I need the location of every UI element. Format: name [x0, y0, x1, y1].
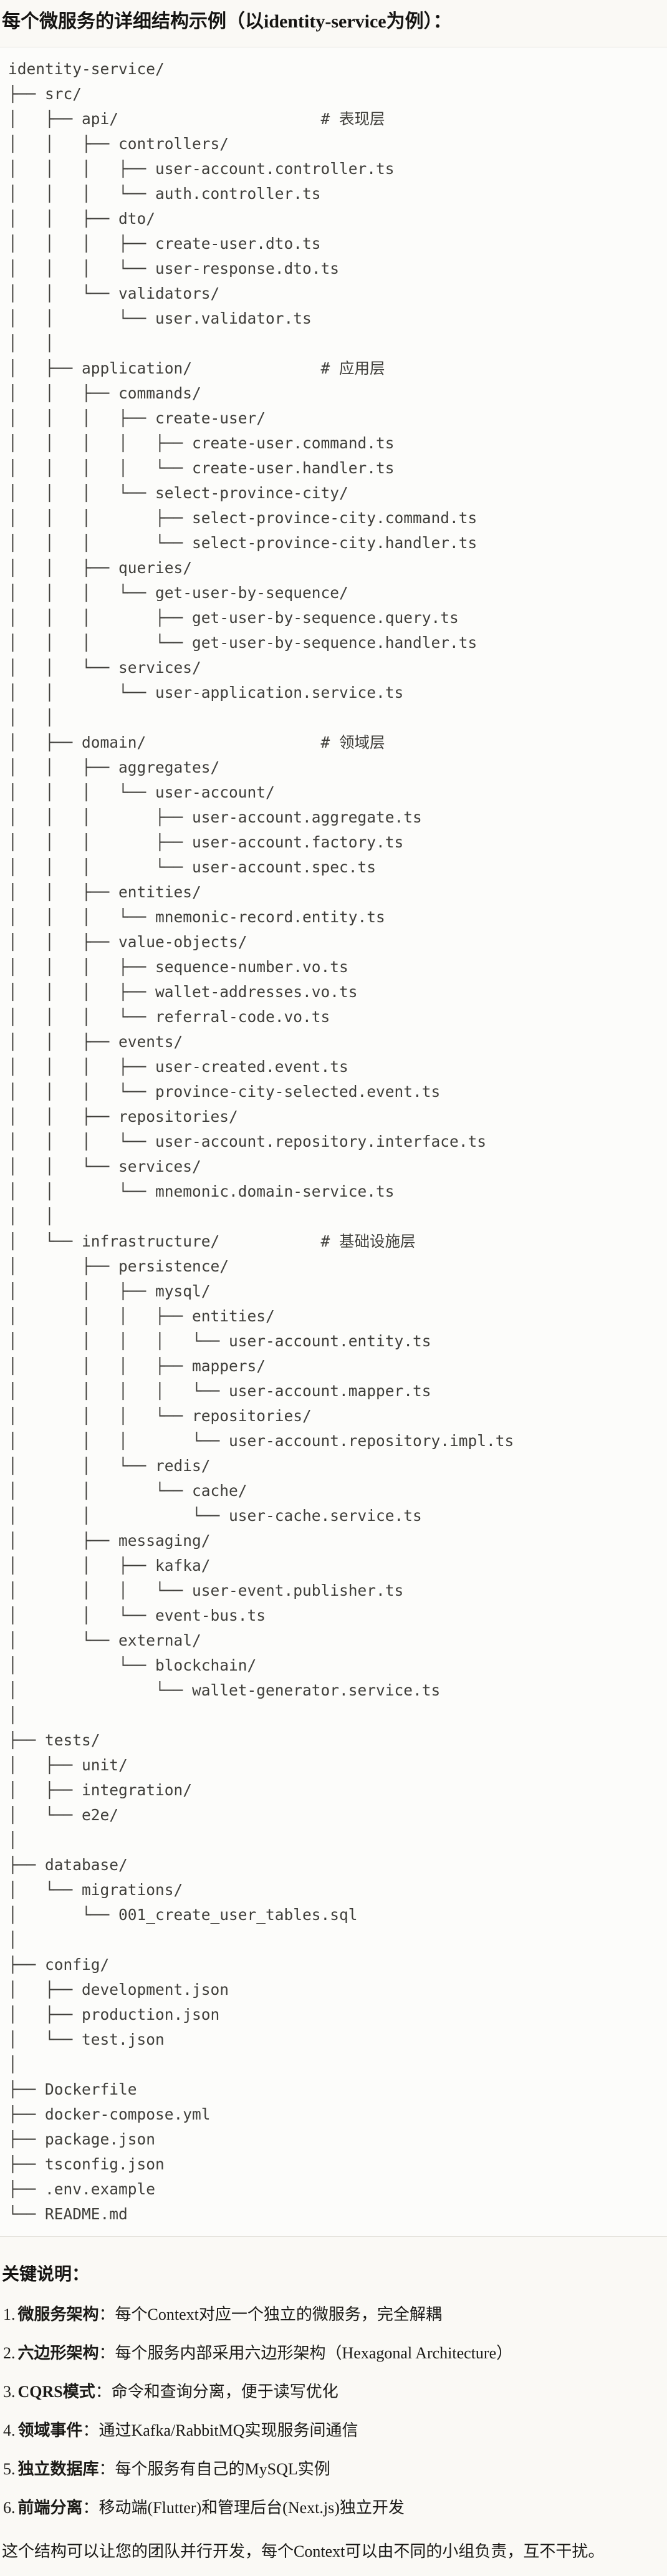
page-title: 每个微服务的详细结构示例（以identity-service为例）：	[2, 11, 452, 32]
key-notes-footer: 这个结构可以让您的团队并行开发，每个Context可以由不同的小组负责，互不干扰…	[2, 2542, 605, 2560]
list-item-number: 2.	[3, 2343, 16, 2362]
list-item-term: 六边形架构	[17, 2343, 99, 2362]
list-item: 2.六边形架构：每个服务内部采用六边形架构（Hexagonal Architec…	[3, 2343, 661, 2364]
directory-tree: identity-service/ ├── src/ │ ├── api/ # …	[0, 47, 667, 2237]
key-notes-heading: 关键说明：	[2, 2265, 90, 2284]
list-item-term: 领域事件	[17, 2421, 83, 2439]
list-item-description: ：命令和查询分离，便于读写优化	[95, 2382, 338, 2401]
page: 每个微服务的详细结构示例（以identity-service为例）： ident…	[0, 7, 667, 2576]
list-item-description: ：每个服务内部采用六边形架构（Hexagonal Architecture）	[98, 2343, 513, 2362]
key-notes-section: 关键说明： 1.微服务架构：每个Context对应一个独立的微服务，完全解耦 2.…	[0, 2264, 667, 2576]
list-item-number: 3.	[3, 2382, 16, 2401]
list-item: 6.前端分离：移动端(Flutter)和管理后台(Next.js)独立开发	[3, 2497, 661, 2519]
list-item-description: ：每个服务有自己的MySQL实例	[98, 2459, 330, 2478]
list-item: 5.独立数据库：每个服务有自己的MySQL实例	[3, 2459, 661, 2480]
list-item-term: CQRS模式	[17, 2382, 95, 2401]
list-item-description: ：移动端(Flutter)和管理后台(Next.js)独立开发	[82, 2498, 405, 2517]
list-item-description: ：每个Context对应一个独立的微服务，完全解耦	[98, 2305, 442, 2323]
list-item-number: 1.	[3, 2305, 16, 2323]
list-item-term: 微服务架构	[17, 2305, 99, 2323]
list-item: 4.领域事件：通过Kafka/RabbitMQ实现服务间通信	[3, 2420, 661, 2441]
list-item-number: 6.	[3, 2498, 16, 2517]
list-item-term: 前端分离	[17, 2498, 83, 2517]
list-item-term: 独立数据库	[17, 2459, 99, 2478]
list-item-description: ：通过Kafka/RabbitMQ实现服务间通信	[82, 2421, 358, 2439]
list-item: 3.CQRS模式：命令和查询分离，便于读写优化	[3, 2381, 661, 2403]
list-item: 1.微服务架构：每个Context对应一个独立的微服务，完全解耦	[3, 2304, 661, 2325]
list-item-number: 4.	[3, 2421, 16, 2439]
list-item-number: 5.	[3, 2459, 16, 2478]
